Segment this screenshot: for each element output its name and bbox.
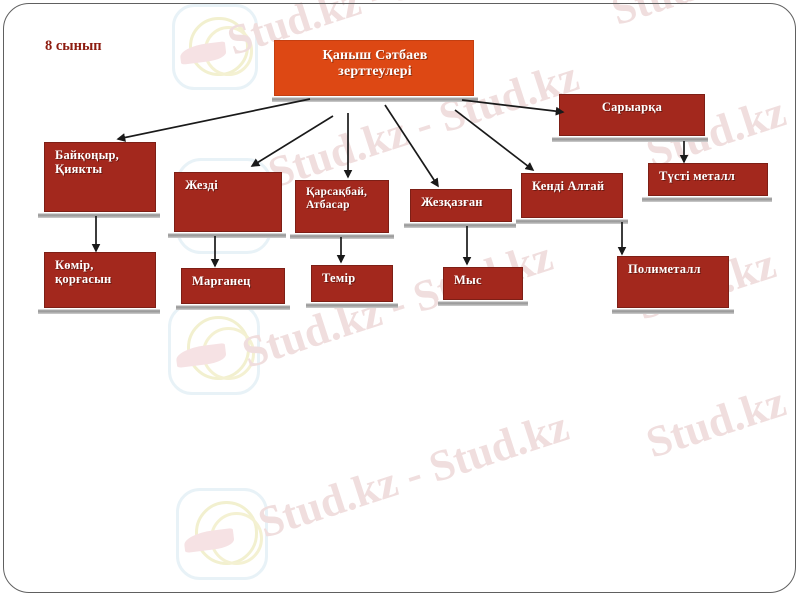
plate-mys [438,300,528,306]
node-mys[interactable]: Мыс [443,267,523,300]
node-polimetall-line1: Полиметалл [628,262,701,276]
node-temir-line1: Темір [322,271,356,285]
node-komir-line1: Көмір, [55,258,94,272]
edge-root-kendi-altai [454,109,535,171]
node-zhezkazgan-line1: Жезқазған [421,195,483,209]
watermark-logo-3 [176,488,268,580]
node-komir-line2: қорғасын [55,272,112,286]
node-zhezkazgan[interactable]: Жезқазған [410,189,512,222]
plate-baikonyr [38,212,160,218]
node-root-line1: Қаныш Сәтбаев [322,48,428,63]
node-saryarka-line1: Сарыарқа [601,100,663,114]
node-marganets[interactable]: Марганец [181,268,285,304]
node-karsakbai-line2: Атбасар [306,198,350,211]
plate-kendi-altai [516,218,628,224]
node-zhezdi-line1: Жезді [185,178,218,192]
node-marganets-line1: Марганец [192,274,251,288]
node-karsakbai-line1: Қарсақбай, [306,186,368,198]
node-komir[interactable]: Көмір, қорғасын [44,252,156,308]
plate-temir [306,302,398,308]
node-root-line2: зерттеулері [338,63,412,79]
watermark-text-5: Stud.kz [606,0,751,36]
node-root[interactable]: Қаныш Сәтбаев зерттеулері [274,40,474,96]
node-saryarka[interactable]: Сарыарқа [559,94,705,136]
node-kendi-altai[interactable]: Кенді Алтай [521,173,623,218]
edge-root-zhezkazgan [384,104,439,188]
edge-root-zhezdi [250,115,334,167]
node-mys-line1: Мыс [454,273,482,287]
node-polimetall[interactable]: Полиметалл [617,256,729,308]
grade-label: 8 сынып [45,38,102,54]
node-temir[interactable]: Темір [311,265,393,302]
node-karsakbai[interactable]: Қарсақбай, Атбасар [295,180,389,233]
node-kendi-altai-line1: Кенді Алтай [532,179,605,193]
plate-zhezkazgan [404,222,516,228]
plate-zhezdi [168,232,286,238]
node-tusti-metall[interactable]: Түсті металл [648,163,768,196]
plate-root [272,96,478,102]
plate-karsakbai [290,233,394,239]
plate-polimetall [612,308,734,314]
node-tusti-metall-line1: Түсті металл [659,169,736,183]
node-baikonyr[interactable]: Байқоңыр, Қиякты [44,142,156,212]
plate-tusti-metall [642,196,772,202]
node-baikonyr-line2: Қиякты [55,162,103,176]
watermark-logo-2 [168,303,260,395]
plate-saryarka [552,136,708,142]
watermark-text-7: Stud.kz [640,376,792,468]
plate-marganets [176,304,290,310]
edge-root-baikonyr [116,98,311,142]
node-zhezdi[interactable]: Жезді [174,172,282,232]
watermark-text-4: Stud.kz - Stud.kz [252,401,575,548]
plate-komir [38,308,160,314]
watermark-logo-1 [172,4,258,90]
node-baikonyr-line1: Байқоңыр, [55,148,120,162]
